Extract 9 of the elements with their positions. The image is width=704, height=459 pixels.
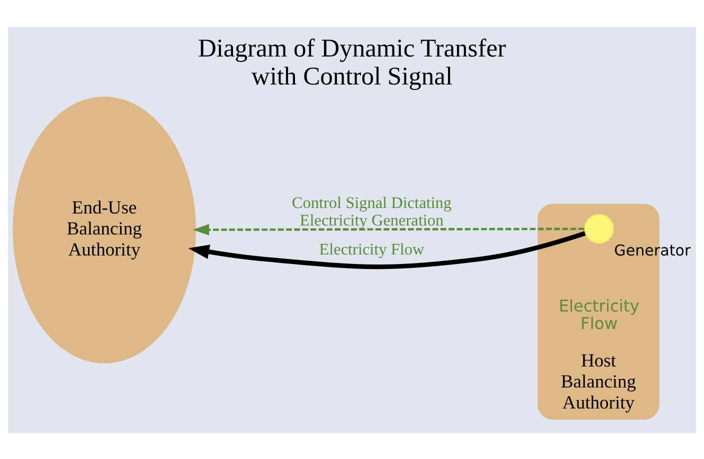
node-ellipse: End-Use Balancing Authority [12, 96, 196, 363]
arrow [188, 230, 586, 269]
arrow [192, 224, 584, 235]
edge-label: Electricity Flow [319, 240, 424, 258]
node-circle [584, 213, 614, 244]
diagram-title: Diagram of Dynamic Transfer with Control Signal [198, 33, 506, 90]
label: Electricity Flow [558, 296, 640, 332]
edge-label: Control Signal Dictating Electricity Generation [292, 194, 452, 230]
node-label: Generator [614, 240, 691, 259]
